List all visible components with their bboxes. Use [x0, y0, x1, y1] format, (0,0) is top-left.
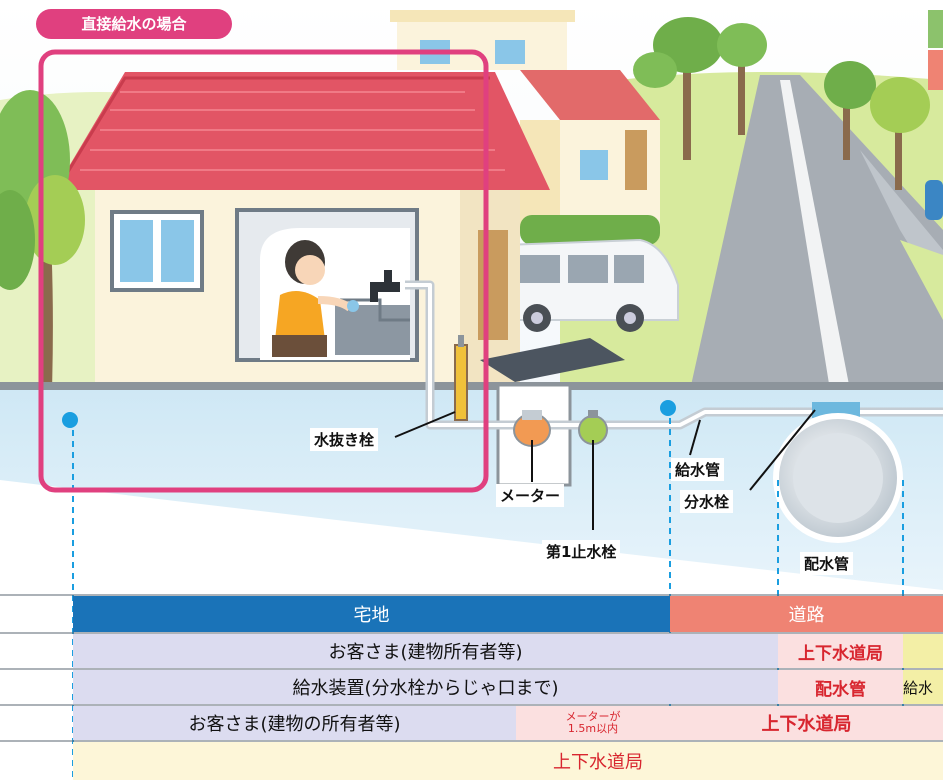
first-stop-valve: [578, 415, 608, 445]
background-trees: [633, 17, 930, 190]
distribution-pipe-label: 配水管: [800, 552, 854, 575]
neighbour-house: [390, 10, 660, 230]
direct-supply-badge: 直接給水の場合: [36, 9, 232, 39]
car: [925, 180, 943, 220]
ownership-bureau: 上下水道局: [798, 643, 883, 664]
ground-line: [0, 382, 943, 390]
drain-valve: [454, 344, 468, 421]
supply-cut-cell: 給水: [903, 678, 934, 697]
distribution-pipe-cell: 配水管: [815, 679, 866, 700]
ownership-customer: お客さま(建物所有者等): [328, 642, 523, 663]
first-stop-valve-label: 第1止水栓: [542, 540, 621, 563]
tap-valve-label: 分水栓: [680, 490, 734, 513]
drain-valve-label: 水抜き栓: [310, 428, 379, 451]
boundary-dot-right: [660, 400, 676, 416]
zone-residential-bg: [73, 596, 670, 632]
meter-note-line-2: 1.5m以内: [567, 722, 619, 735]
meter-management-bureau: 上下水道局: [553, 752, 643, 773]
maintenance-customer: お客さま(建物の所有者等): [188, 714, 401, 735]
zone-road-bg: [670, 596, 943, 632]
zone-residential: 宅地: [353, 605, 390, 626]
meter-note: メーターが 1.5m以内: [516, 706, 670, 740]
boundary-dot-left: [62, 412, 78, 428]
direct-supply-frame: [38, 49, 489, 493]
supply-device: 給水装置(分水栓からじゃ口まで): [292, 678, 559, 699]
hedge: [520, 215, 660, 245]
van: [504, 238, 679, 332]
service-pipe-label: 給水管: [671, 458, 725, 481]
meter-note-line-1: メーターが: [565, 710, 621, 723]
meter-label: メーター: [496, 484, 565, 507]
maintenance-bureau: 上下水道局: [761, 714, 852, 735]
zone-road: 道路: [788, 605, 825, 626]
main-house: [55, 72, 550, 390]
